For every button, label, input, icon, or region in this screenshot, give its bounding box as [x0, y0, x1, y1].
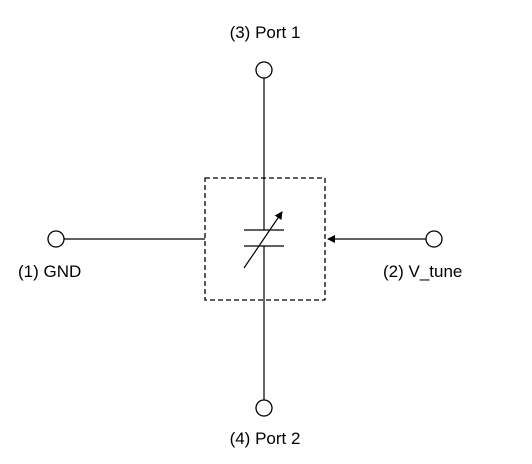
gnd-label: (1) GND	[18, 262, 81, 281]
port1-label: (3) Port 1	[230, 23, 301, 42]
port1-terminal-icon	[255, 61, 273, 79]
port2-terminal-icon	[255, 399, 273, 417]
gnd-terminal-icon	[47, 230, 65, 248]
vtune-terminal-icon	[425, 230, 443, 248]
variable-capacitor-icon	[243, 178, 284, 300]
component-boundary-box	[204, 177, 326, 301]
vtune-label: (2) V_tune	[383, 262, 462, 281]
port2-label: (4) Port 2	[230, 429, 301, 448]
variable-arrow-icon	[243, 211, 283, 269]
